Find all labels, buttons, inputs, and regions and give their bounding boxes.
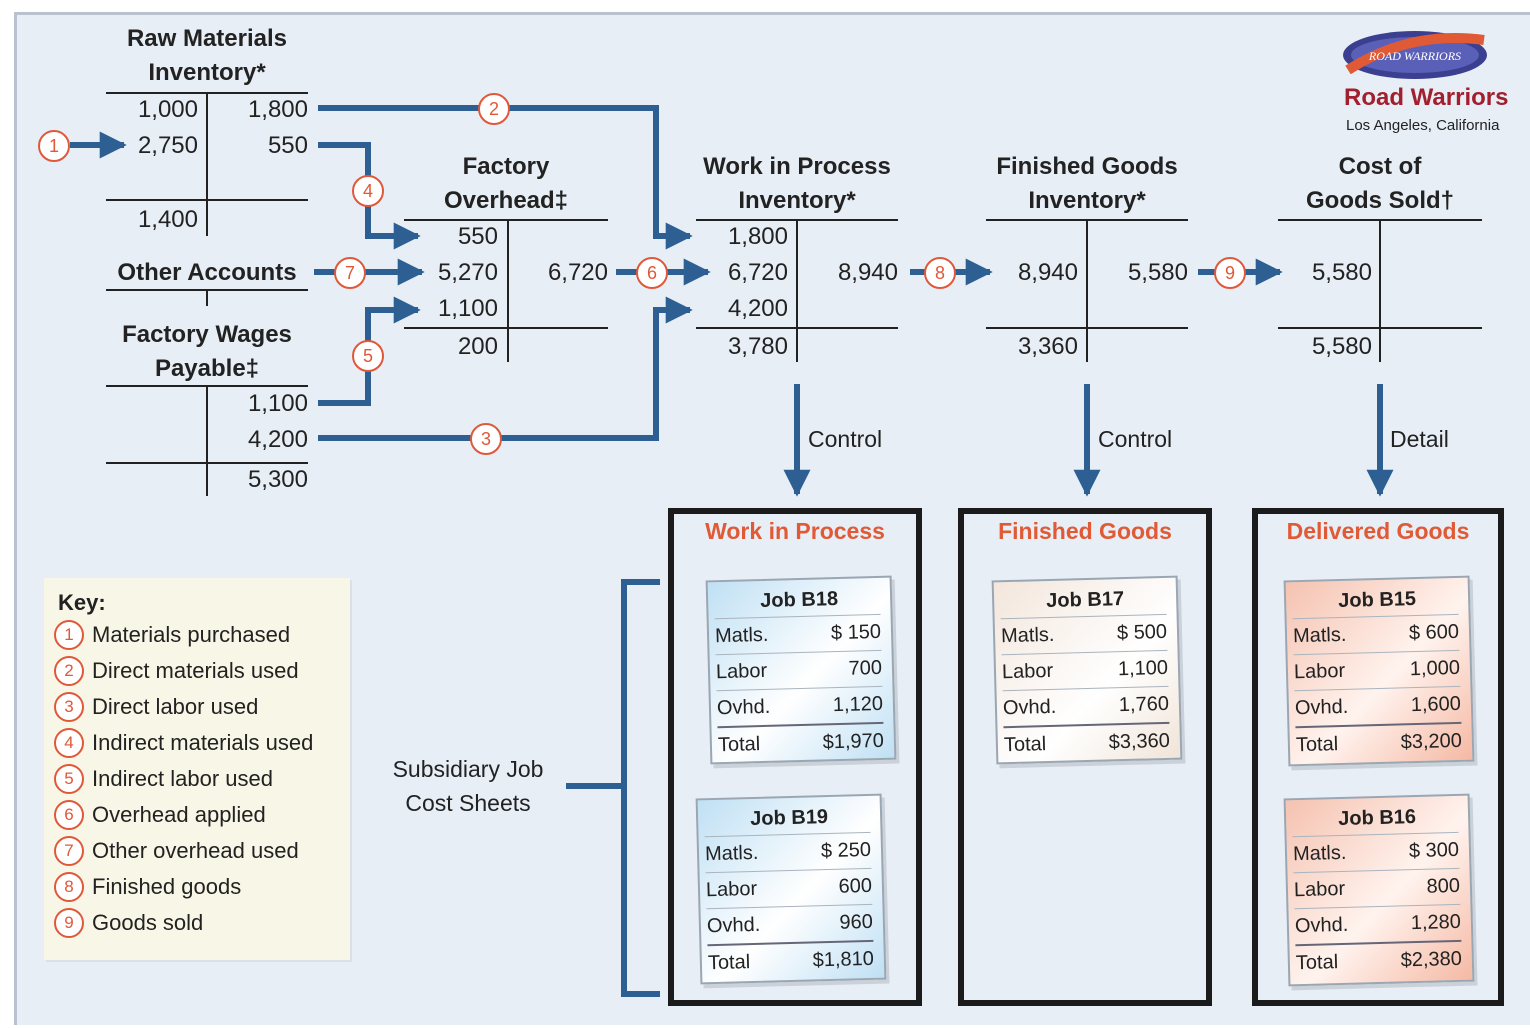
key-number: 6 <box>54 800 84 830</box>
key-label: Indirect materials used <box>92 730 314 755</box>
cogs-debit-1: 5,580 <box>1311 259 1372 286</box>
fw-balance: 5,300 <box>247 466 308 493</box>
rm-credit-1: 1,800 <box>247 96 308 123</box>
rm-debit-2: 2,750 <box>137 132 198 159</box>
subsidiary-line2: Cost Sheets <box>405 790 531 816</box>
flow-marker-8: 8 <box>924 257 956 289</box>
flow-marker-6: 6 <box>636 257 668 289</box>
flow-marker-1: 1 <box>38 130 70 162</box>
wip-control-label: Control <box>808 426 883 452</box>
rm-credit-2: 550 <box>267 132 308 159</box>
fg-debit-1: 8,940 <box>1017 259 1078 286</box>
key-label: Other overhead used <box>92 838 299 863</box>
raw-materials-title: Raw Materials Inventory* <box>106 22 308 90</box>
key-item: 6 Overhead applied <box>54 800 266 832</box>
road-warriors-logo-icon <box>1343 31 1487 79</box>
wip-credit-1: 8,940 <box>837 259 898 286</box>
finished-goods-title-line2: Inventory* <box>1028 187 1146 214</box>
fo-debit-1: 550 <box>457 223 498 250</box>
key-item: 3 Direct labor used <box>54 692 258 724</box>
wip-title: Work in Process Inventory* <box>686 150 908 218</box>
rm-debit-1: 1,000 <box>137 96 198 123</box>
factory-wages-title: Factory Wages Payable‡ <box>106 318 308 386</box>
factory-overhead-title-line1: Factory <box>462 153 550 180</box>
fo-debit-3: 1,100 <box>437 295 498 322</box>
fg-ledger-title: Finished Goods <box>998 518 1172 544</box>
factory-wages-title-line1: Factory Wages <box>122 321 292 348</box>
key-item: 5 Indirect labor used <box>54 764 273 796</box>
finished-goods-title-line1: Finished Goods <box>996 153 1178 180</box>
wip-debit-2: 6,720 <box>727 259 788 286</box>
key-item: 1 Materials purchased <box>54 620 290 652</box>
key-label: Overhead applied <box>92 802 266 827</box>
fw-credit-2: 4,200 <box>247 426 308 453</box>
factory-overhead-title-line2: Overhead‡ <box>443 187 569 214</box>
logo-badge-text: ROAD WARRIORS <box>1368 49 1461 63</box>
flow-marker-3: 3 <box>470 423 502 455</box>
key-number: 2 <box>54 656 84 686</box>
wip-title-line2: Inventory* <box>738 187 856 214</box>
company-city: Los Angeles, California <box>1346 117 1500 134</box>
other-accounts-title: Other Accounts <box>117 259 297 286</box>
fg-ledger-box <box>958 508 1212 1006</box>
key-title: Key: <box>58 590 106 615</box>
subsidiary-line1: Subsidiary Job <box>392 756 544 782</box>
cogs-balance: 5,580 <box>1311 333 1372 360</box>
fg-control-label: Control <box>1098 426 1173 452</box>
flow-marker-7: 7 <box>334 257 366 289</box>
cogs-title-line1: Cost of <box>1338 153 1422 180</box>
wip-debit-3: 4,200 <box>727 295 788 322</box>
key-label: Direct materials used <box>92 658 299 683</box>
factory-wages-title-line2: Payable‡ <box>154 355 260 382</box>
key-item: 4 Indirect materials used <box>54 728 313 760</box>
fo-balance: 200 <box>457 333 498 360</box>
key-number: 8 <box>54 872 84 902</box>
key-item: 2 Direct materials used <box>54 656 299 688</box>
flow-marker-5: 5 <box>352 340 384 372</box>
wip-debit-1: 1,800 <box>727 223 788 250</box>
raw-materials-title-line1: Raw Materials <box>126 25 288 52</box>
key-label: Materials purchased <box>92 622 291 647</box>
raw-materials-title-line2: Inventory* <box>148 59 266 86</box>
rm-balance: 1,400 <box>137 206 198 233</box>
key-number: 1 <box>54 620 84 650</box>
key-label: Goods sold <box>92 910 204 935</box>
key-item: 8 Finished goods <box>54 872 241 904</box>
cogs-title-line2: Goods Sold† <box>1305 187 1454 214</box>
cogs-detail-label: Detail <box>1390 426 1449 452</box>
key-label: Direct labor used <box>92 694 259 719</box>
factory-overhead-title: Factory Overhead‡ <box>404 150 608 218</box>
t-account-lines <box>106 92 1482 496</box>
key-item: 9 Goods sold <box>54 908 203 940</box>
key-number: 5 <box>54 764 84 794</box>
wip-title-line1: Work in Process <box>703 153 891 180</box>
key-label: Indirect labor used <box>92 766 273 791</box>
wip-balance: 3,780 <box>727 333 788 360</box>
flow-marker-9: 9 <box>1214 257 1246 289</box>
key-legend: Key: 1 Materials purchased 2 Direct materi… <box>44 578 350 960</box>
key-number: 7 <box>54 836 84 866</box>
wip-ledger-title: Work in Process <box>705 518 885 544</box>
key-number: 3 <box>54 692 84 722</box>
fo-credit-1: 6,720 <box>547 259 608 286</box>
finished-goods-title: Finished Goods Inventory* <box>976 150 1198 218</box>
key-number: 9 <box>54 908 84 938</box>
subsidiary-label: Subsidiary Job Cost Sheets <box>370 752 566 820</box>
company-name: Road Warriors <box>1344 84 1509 111</box>
key-label: Finished goods <box>92 874 242 899</box>
cogs-title: Cost of Goods Sold† <box>1278 150 1482 218</box>
key-item: 7 Other overhead used <box>54 836 299 868</box>
fg-credit-1: 5,580 <box>1127 259 1188 286</box>
dg-ledger-title: Delivered Goods <box>1286 518 1470 544</box>
dg-ledger-box <box>1252 508 1504 1006</box>
fg-balance: 3,360 <box>1017 333 1078 360</box>
key-number: 4 <box>54 728 84 758</box>
fw-credit-1: 1,100 <box>247 390 308 417</box>
fo-debit-2: 5,270 <box>437 259 498 286</box>
wip-ledger-box <box>668 508 922 1006</box>
flow-marker-2: 2 <box>478 93 510 125</box>
flow-marker-4: 4 <box>352 175 384 207</box>
